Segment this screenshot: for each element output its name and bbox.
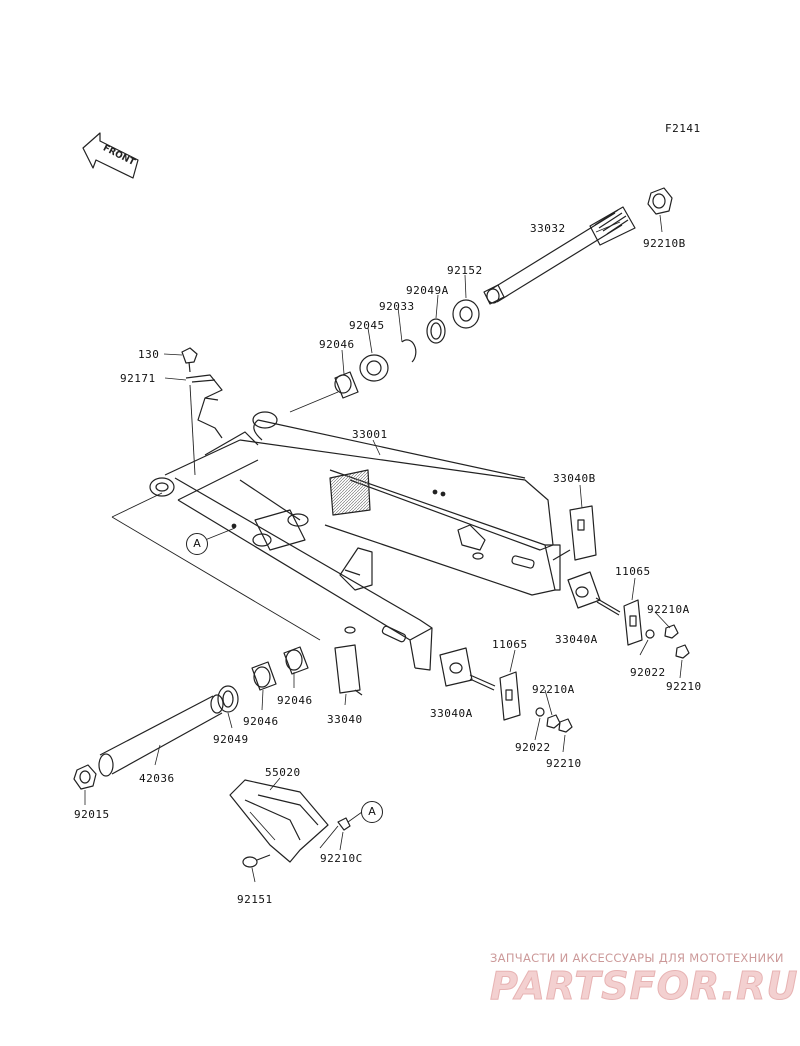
- reference-callout-a-lower: A: [361, 801, 383, 823]
- nut-92210a-middle: [546, 714, 561, 729]
- label-92046-top[interactable]: 92046: [319, 338, 355, 351]
- label-92210-middle[interactable]: 92210: [546, 757, 582, 770]
- label-92210c[interactable]: 92210C: [320, 852, 363, 865]
- washer-92022-right: [645, 629, 655, 639]
- clamp-92171: [185, 374, 223, 439]
- watermark-tagline: ЗАПЧАСТИ И АКСЕССУАРЫ ДЛЯ МОТОТЕХНИКИ: [490, 951, 784, 965]
- collar-92152: [452, 299, 480, 329]
- block-11065-middle: [499, 671, 521, 721]
- label-92210-right[interactable]: 92210: [666, 680, 702, 693]
- nut-92210a-right: [664, 624, 679, 639]
- figure-code: F2141: [665, 122, 701, 135]
- swingarm-33001: [149, 411, 561, 671]
- adjuster-33040a-right: [567, 571, 621, 616]
- washer-92022-middle: [535, 707, 545, 717]
- seal-92049a: [426, 318, 446, 344]
- label-11065-middle[interactable]: 11065: [492, 638, 528, 651]
- chain-guide-55020: [229, 779, 329, 863]
- block-11065-right: [623, 599, 643, 646]
- label-92022-middle[interactable]: 92022: [515, 741, 551, 754]
- label-130[interactable]: 130: [138, 348, 160, 361]
- watermark-logo: PARTSFOR.RU: [489, 964, 799, 1009]
- label-92210b[interactable]: 92210B: [643, 237, 686, 250]
- label-33040[interactable]: 33040: [327, 713, 363, 726]
- adjuster-33040a-middle: [439, 647, 496, 691]
- label-92022-right[interactable]: 92022: [630, 666, 666, 679]
- label-55020[interactable]: 55020: [265, 766, 301, 779]
- reference-callout-a-upper: A: [186, 533, 208, 555]
- label-92210a-right[interactable]: 92210A: [647, 603, 690, 616]
- axle-33032: [483, 206, 636, 305]
- label-33040a-middle[interactable]: 33040A: [430, 707, 473, 720]
- front-arrow-icon: FRONT: [82, 132, 139, 179]
- nut-92015: [73, 764, 97, 790]
- label-33001[interactable]: 33001: [352, 428, 388, 441]
- plate-33040: [334, 644, 363, 696]
- label-33032[interactable]: 33032: [530, 222, 566, 235]
- seal-92049: [217, 685, 239, 713]
- plate-33040b: [552, 505, 597, 561]
- nut-92210-middle: [558, 718, 573, 733]
- label-92151[interactable]: 92151: [237, 893, 273, 906]
- label-92049a[interactable]: 92049A: [406, 284, 449, 297]
- label-92171[interactable]: 92171: [120, 372, 156, 385]
- label-92152[interactable]: 92152: [447, 264, 483, 277]
- bearing-92046-lower-a: [251, 661, 277, 691]
- label-11065-right[interactable]: 11065: [615, 565, 651, 578]
- label-33040b[interactable]: 33040B: [553, 472, 596, 485]
- bolt-92210c: [337, 817, 351, 831]
- bolt-130: [181, 347, 198, 373]
- label-92045[interactable]: 92045: [349, 319, 385, 332]
- label-92210a-middle[interactable]: 92210A: [532, 683, 575, 696]
- screw-92151: [242, 854, 271, 868]
- circlip-92033: [401, 339, 417, 363]
- label-92033[interactable]: 92033: [379, 300, 415, 313]
- label-33040a-right[interactable]: 33040A: [555, 633, 598, 646]
- label-42036[interactable]: 42036: [139, 772, 175, 785]
- label-92015[interactable]: 92015: [74, 808, 110, 821]
- label-92046-lower-b[interactable]: 92046: [277, 694, 313, 707]
- pivot-shaft-42036: [98, 694, 224, 777]
- nut-92210b: [647, 187, 673, 215]
- bearing-92045: [359, 354, 389, 382]
- label-92049[interactable]: 92049: [213, 733, 249, 746]
- bearing-92046-top: [334, 371, 359, 399]
- bearing-92046-lower-b: [283, 646, 309, 675]
- label-92046-lower-a[interactable]: 92046: [243, 715, 279, 728]
- nut-92210-right: [675, 644, 690, 659]
